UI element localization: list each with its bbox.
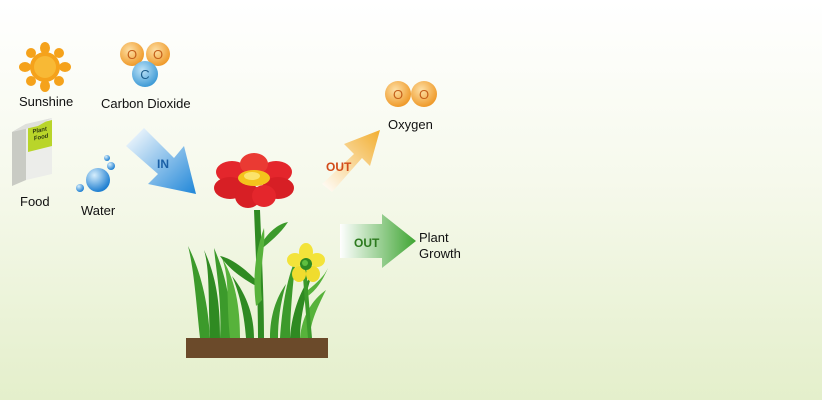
co2-carbon: C xyxy=(140,67,149,82)
plant-growth-label-line1: Plant xyxy=(419,230,449,245)
plant-food-box-icon: PlantFood xyxy=(8,116,58,188)
in-arrow-label: IN xyxy=(157,157,169,172)
plant-growth-label-line2: Growth xyxy=(419,246,461,261)
soil-icon xyxy=(186,338,328,358)
food-label: Food xyxy=(20,194,50,209)
sunshine-label: Sunshine xyxy=(19,94,73,109)
plant-illustration xyxy=(186,150,332,360)
co2-oxygen-right: O xyxy=(153,47,163,62)
leaf-icon xyxy=(220,256,256,286)
co2-oxygen-left: O xyxy=(127,47,137,62)
o2-oxygen-right: O xyxy=(419,87,429,102)
oxygen-label: Oxygen xyxy=(388,117,433,132)
red-flower-icon xyxy=(214,153,294,208)
sun-icon xyxy=(16,42,74,92)
carbon-dioxide-molecule-icon: O O C xyxy=(116,40,176,90)
oxygen-molecule-icon: O O xyxy=(382,78,440,110)
water-label: Water xyxy=(81,203,115,218)
out-arrow-growth-label: OUT xyxy=(354,236,379,251)
carbon-dioxide-label: Carbon Dioxide xyxy=(101,96,191,111)
water-drops-icon xyxy=(74,152,122,198)
o2-oxygen-left: O xyxy=(393,87,403,102)
